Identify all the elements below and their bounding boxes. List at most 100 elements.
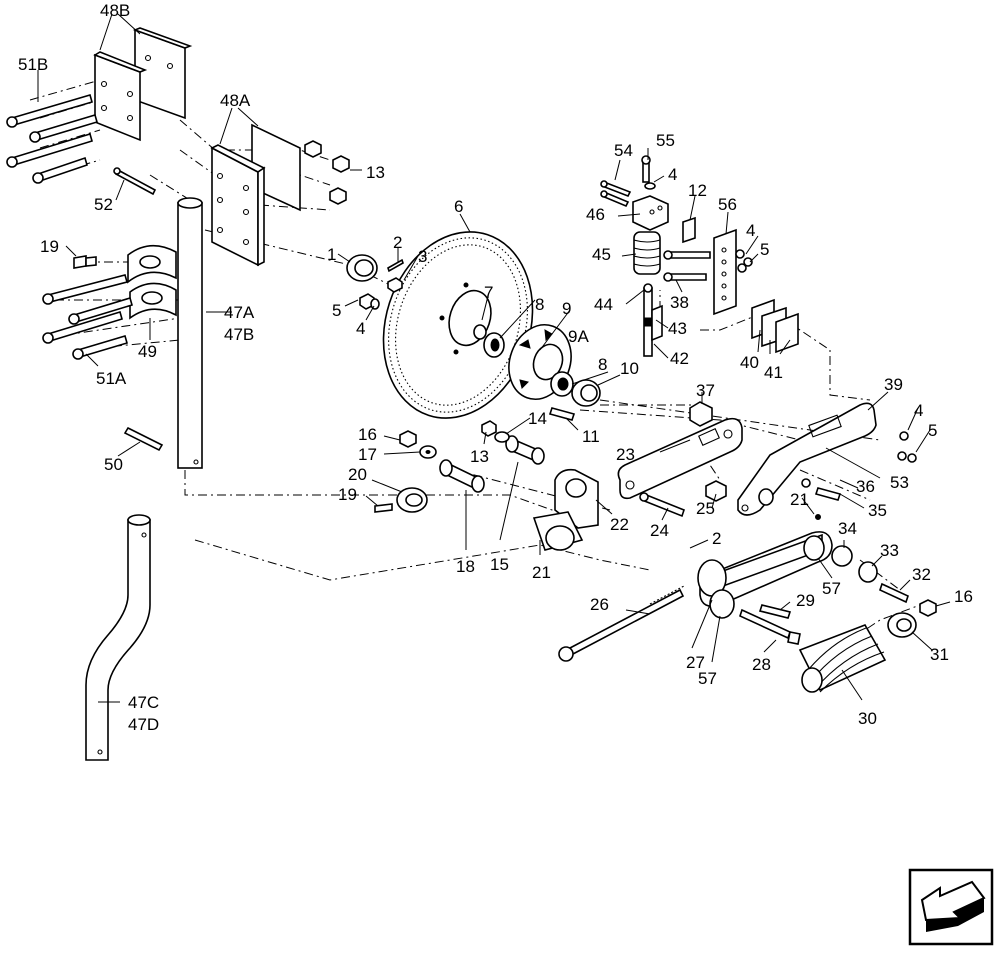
bearing-8 [483, 332, 574, 397]
callout-33: 33 [880, 541, 899, 560]
callout-15: 15 [490, 555, 509, 574]
spring-30 [798, 624, 887, 693]
callout-51b: 51B [18, 55, 48, 74]
callout-39: 39 [884, 375, 903, 394]
callout-4-right: 4 [746, 221, 755, 240]
nuts-13 [304, 140, 350, 205]
callout-36: 36 [856, 477, 875, 496]
bolt-19 [73, 255, 97, 269]
callout-47a: 47A [224, 303, 255, 322]
direction-arrow-icon [908, 868, 994, 946]
callout-1: 1 [327, 245, 336, 264]
callout-47c: 47C [128, 693, 159, 712]
bolts-51a [42, 274, 133, 360]
callout-4-top: 4 [668, 165, 677, 184]
plate-56 [713, 228, 737, 316]
nut-16-right [919, 599, 937, 617]
callout-21-lower: 21 [532, 563, 551, 582]
washer-33 [858, 561, 878, 583]
callout-14: 14 [528, 409, 547, 428]
callout-57-lower: 57 [698, 669, 717, 688]
callout-30: 30 [858, 709, 877, 728]
bolt-32 [879, 582, 909, 604]
callout-5-arm: 5 [928, 421, 937, 440]
plate-48a [210, 123, 301, 267]
callout-23: 23 [616, 445, 635, 464]
nuts-4-5-arm [897, 431, 917, 463]
callout-24: 24 [650, 521, 669, 540]
callout-16-right: 16 [954, 587, 973, 606]
pin-29 [758, 604, 792, 619]
collar-20 [396, 487, 428, 513]
callout-38: 38 [670, 293, 689, 312]
plate-48b [93, 27, 193, 142]
arm-39 [737, 402, 877, 516]
link-27-57 [697, 531, 833, 619]
shaft-47a [177, 197, 203, 469]
callout-20: 20 [348, 465, 367, 484]
callout-56: 56 [718, 195, 737, 214]
callout-26: 26 [590, 595, 609, 614]
bushing-18 [439, 459, 485, 493]
callout-13: 13 [366, 163, 385, 182]
cup-31 [887, 612, 917, 638]
bolts-54 [600, 180, 632, 208]
leader-lines [37, 13, 951, 703]
callout-13-lower: 13 [470, 447, 489, 466]
bracket-46 [632, 195, 669, 231]
callout-18: 18 [456, 557, 475, 576]
clamps-49 [127, 244, 177, 320]
callout-51a: 51A [96, 369, 127, 388]
callout-37: 37 [696, 381, 715, 400]
callout-34: 34 [838, 519, 857, 538]
callout-54: 54 [614, 141, 633, 160]
rod-26 [558, 585, 685, 662]
bushing-15 [505, 435, 545, 465]
bolt-11 [548, 407, 576, 421]
callout-4: 4 [356, 319, 365, 338]
bolt-35-36 [801, 478, 842, 501]
bolt-19-lower [374, 503, 393, 513]
callout-labels: 48B 51B 48A 13 52 6 2 3 1 19 5 7 4 8 9 9… [18, 1, 973, 734]
callout-57: 57 [822, 579, 841, 598]
nut-37 [689, 401, 713, 427]
disc-6 [382, 231, 534, 419]
callout-48b: 48B [100, 1, 130, 20]
callout-19: 19 [40, 237, 59, 256]
shaft-47c [85, 514, 151, 761]
cap-10 [571, 379, 601, 407]
callout-16: 16 [358, 425, 377, 444]
washer-14 [481, 420, 510, 443]
callout-31: 31 [930, 645, 949, 664]
shims-40-41 [751, 298, 799, 354]
callout-9: 9 [562, 299, 571, 318]
callout-11: 11 [582, 427, 600, 446]
callout-5: 5 [332, 301, 341, 320]
spacer-34 [831, 545, 853, 567]
callout-22: 22 [610, 515, 629, 534]
callout-8-lower: 8 [598, 355, 607, 374]
plate-12 [682, 216, 696, 244]
callout-50: 50 [104, 455, 123, 474]
callout-4-arm: 4 [914, 401, 923, 420]
bolts-51b [6, 94, 98, 184]
callout-2: 2 [393, 233, 402, 252]
callout-21: 21 [790, 490, 809, 509]
callout-9a: 9A [568, 327, 589, 346]
rod-42-43-44 [643, 283, 663, 357]
callout-52: 52 [94, 195, 113, 214]
callout-46: 46 [586, 205, 605, 224]
callout-10: 10 [620, 359, 639, 378]
callout-49: 49 [138, 342, 157, 361]
callout-28: 28 [752, 655, 771, 674]
callout-3: 3 [418, 247, 427, 266]
arm-23 [617, 417, 743, 500]
pin-50 [123, 426, 164, 452]
bolt-38 [663, 250, 711, 282]
spring-45 [633, 231, 661, 275]
pivot-22 [532, 468, 599, 551]
callout-12: 12 [688, 181, 707, 200]
callout-35: 35 [868, 501, 887, 520]
